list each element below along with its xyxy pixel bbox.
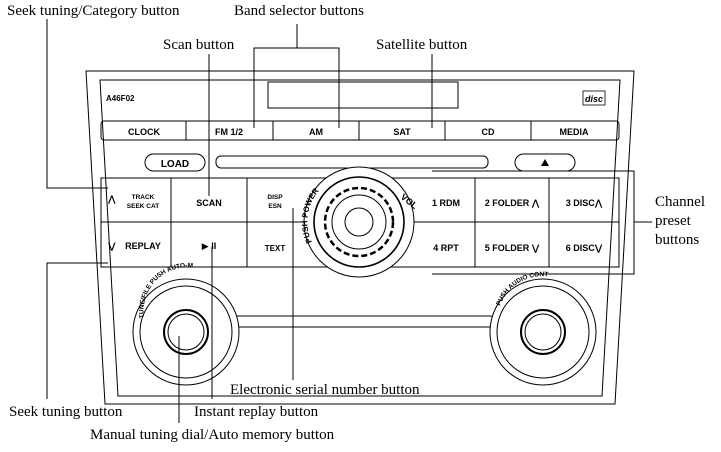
preset-5-button[interactable]: 5 FOLDER ⋁ (485, 243, 540, 253)
svg-text:disc: disc (585, 94, 603, 104)
svg-text:REPLAY: REPLAY (125, 241, 161, 251)
callout-esn: Electronic serial number button (230, 382, 420, 398)
callout-seek-category: Seek tuning/Category button (7, 3, 180, 19)
power-volume-knob[interactable] (303, 166, 415, 278)
leader-lines (46, 19, 652, 423)
callout-channel-line3: buttons (655, 232, 699, 248)
tune-dial[interactable] (132, 278, 240, 386)
callout-channel-line1: Channel (655, 194, 705, 210)
audio-dial[interactable] (489, 278, 597, 386)
svg-text:TRACK: TRACK (132, 194, 155, 201)
lower-slot (226, 315, 494, 328)
track-seek-button[interactable]: ⋀ TRACK SEEK CAT (108, 194, 159, 210)
svg-text:⋁: ⋁ (108, 241, 116, 251)
clock-button[interactable]: CLOCK (128, 127, 160, 137)
callout-channel-line2: preset (655, 213, 692, 229)
preset-2-button[interactable]: 2 FOLDER ⋀ (485, 198, 540, 208)
eject-button[interactable] (514, 153, 576, 172)
fm-button[interactable]: FM 1/2 (215, 127, 243, 137)
svg-text:⋀: ⋀ (108, 194, 116, 204)
scan-button[interactable]: SCAN (196, 198, 222, 208)
load-button[interactable]: LOAD (144, 153, 206, 172)
callout-manual-tuning: Manual tuning dial/Auto memory button (90, 427, 335, 443)
callout-seek-tuning: Seek tuning button (9, 404, 123, 420)
cd-slot (215, 155, 489, 169)
eject-icon (541, 159, 549, 166)
svg-text:LOAD: LOAD (161, 159, 189, 170)
text-button[interactable]: TEXT (265, 244, 286, 253)
preset-6-button[interactable]: 6 DISC⋁ (566, 243, 603, 253)
disc-logo: disc (582, 90, 606, 106)
svg-text:ESN: ESN (268, 203, 282, 210)
disp-esn-button[interactable]: DISP ESN (267, 194, 283, 210)
callout-band-selector: Band selector buttons (234, 3, 364, 19)
band-button-row (100, 120, 620, 141)
replay-button[interactable]: ⋁ REPLAY (108, 241, 161, 251)
model-label: A46F02 (106, 94, 135, 103)
svg-text:SEEK CAT: SEEK CAT (127, 203, 159, 210)
sat-button[interactable]: SAT (393, 127, 411, 137)
radio-faceplate (85, 70, 635, 405)
am-button[interactable]: AM (309, 127, 323, 137)
svg-text:DISP: DISP (267, 194, 283, 201)
callout-scan: Scan button (163, 37, 235, 53)
cd-button[interactable]: CD (482, 127, 495, 137)
display-window (267, 81, 459, 109)
callout-satellite: Satellite button (376, 37, 468, 53)
preset-3-button[interactable]: 3 DISC⋀ (566, 198, 603, 208)
callout-instant-replay: Instant replay button (194, 404, 319, 420)
preset-1-button[interactable]: 1 RDM (432, 198, 460, 208)
play-pause-button[interactable]: ▶ II (202, 241, 216, 251)
preset-4-button[interactable]: 4 RPT (433, 243, 459, 253)
media-button[interactable]: MEDIA (560, 127, 590, 137)
